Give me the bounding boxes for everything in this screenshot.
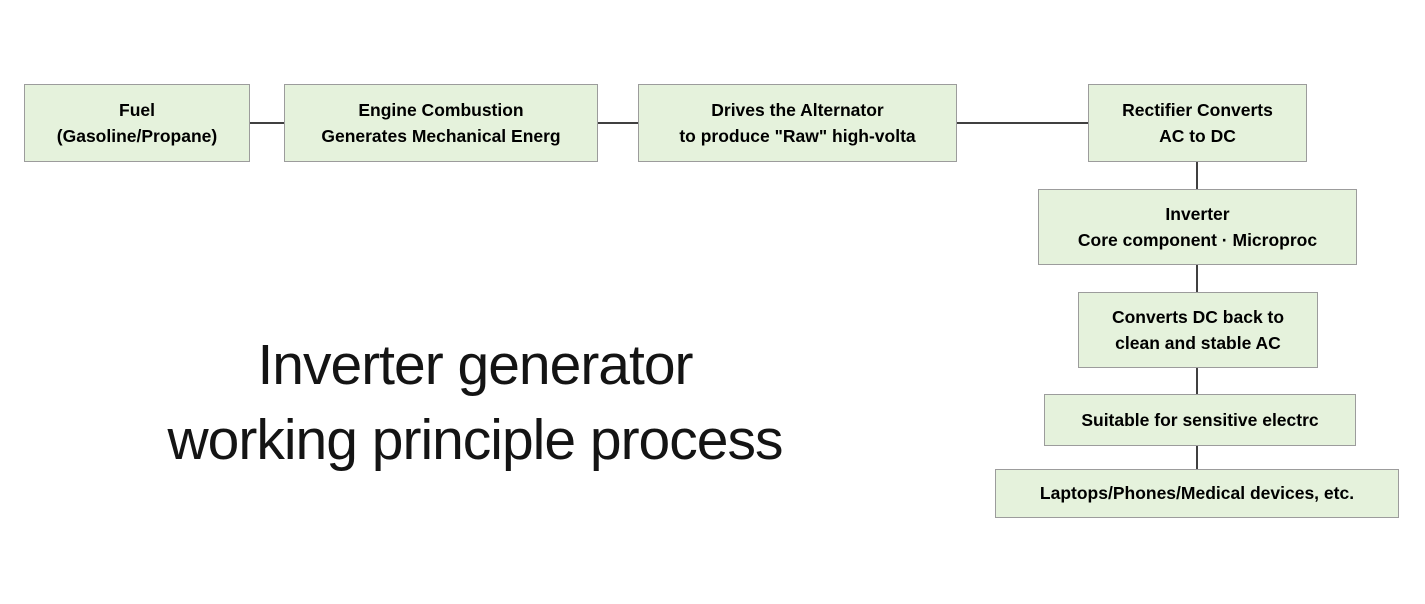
flow-box-converts-dc: Converts DC back to clean and stable AC [1078, 292, 1318, 368]
flow-box-inverter-label: Inverter Core component · Microproc [1077, 203, 1318, 250]
connector-rectifier-to-inverter [1196, 162, 1198, 189]
flow-box-rectifier-label: Rectifier Converts AC to DC [1122, 99, 1273, 146]
connector-engine-to-alternator [598, 122, 638, 124]
flow-box-drives-alternator-label: Drives the Alternator to produce "Raw" h… [679, 99, 916, 146]
connector-converts-dc-to-sensitive [1196, 368, 1198, 394]
flow-box-converts-dc-label: Converts DC back to clean and stable AC [1111, 306, 1285, 353]
flow-box-rectifier: Rectifier Converts AC to DC [1088, 84, 1307, 162]
diagram-title: Inverter generator working principle pro… [167, 333, 784, 473]
connector-inverter-to-converts-dc [1196, 265, 1198, 292]
connector-fuel-to-engine [250, 122, 284, 124]
flow-box-sensitive-electronics: Suitable for sensitive electrc [1044, 394, 1356, 446]
flow-box-sensitive-electronics-label: Suitable for sensitive electrc [1081, 409, 1319, 430]
flow-box-engine-combustion-label: Engine Combustion Generates Mechanical E… [321, 99, 561, 146]
flow-box-fuel-label: Fuel (Gasoline/Propane) [56, 99, 218, 146]
connector-sensitive-to-devices [1196, 446, 1198, 469]
flow-box-engine-combustion: Engine Combustion Generates Mechanical E… [284, 84, 598, 162]
flow-box-devices: Laptops/Phones/Medical devices, etc. [995, 469, 1399, 518]
flow-box-drives-alternator: Drives the Alternator to produce "Raw" h… [638, 84, 957, 162]
flow-box-inverter: Inverter Core component · Microproc [1038, 189, 1357, 265]
flow-box-devices-label: Laptops/Phones/Medical devices, etc. [1039, 483, 1355, 504]
flow-box-fuel: Fuel (Gasoline/Propane) [24, 84, 250, 162]
connector-alternator-to-rectifier [957, 122, 1088, 124]
